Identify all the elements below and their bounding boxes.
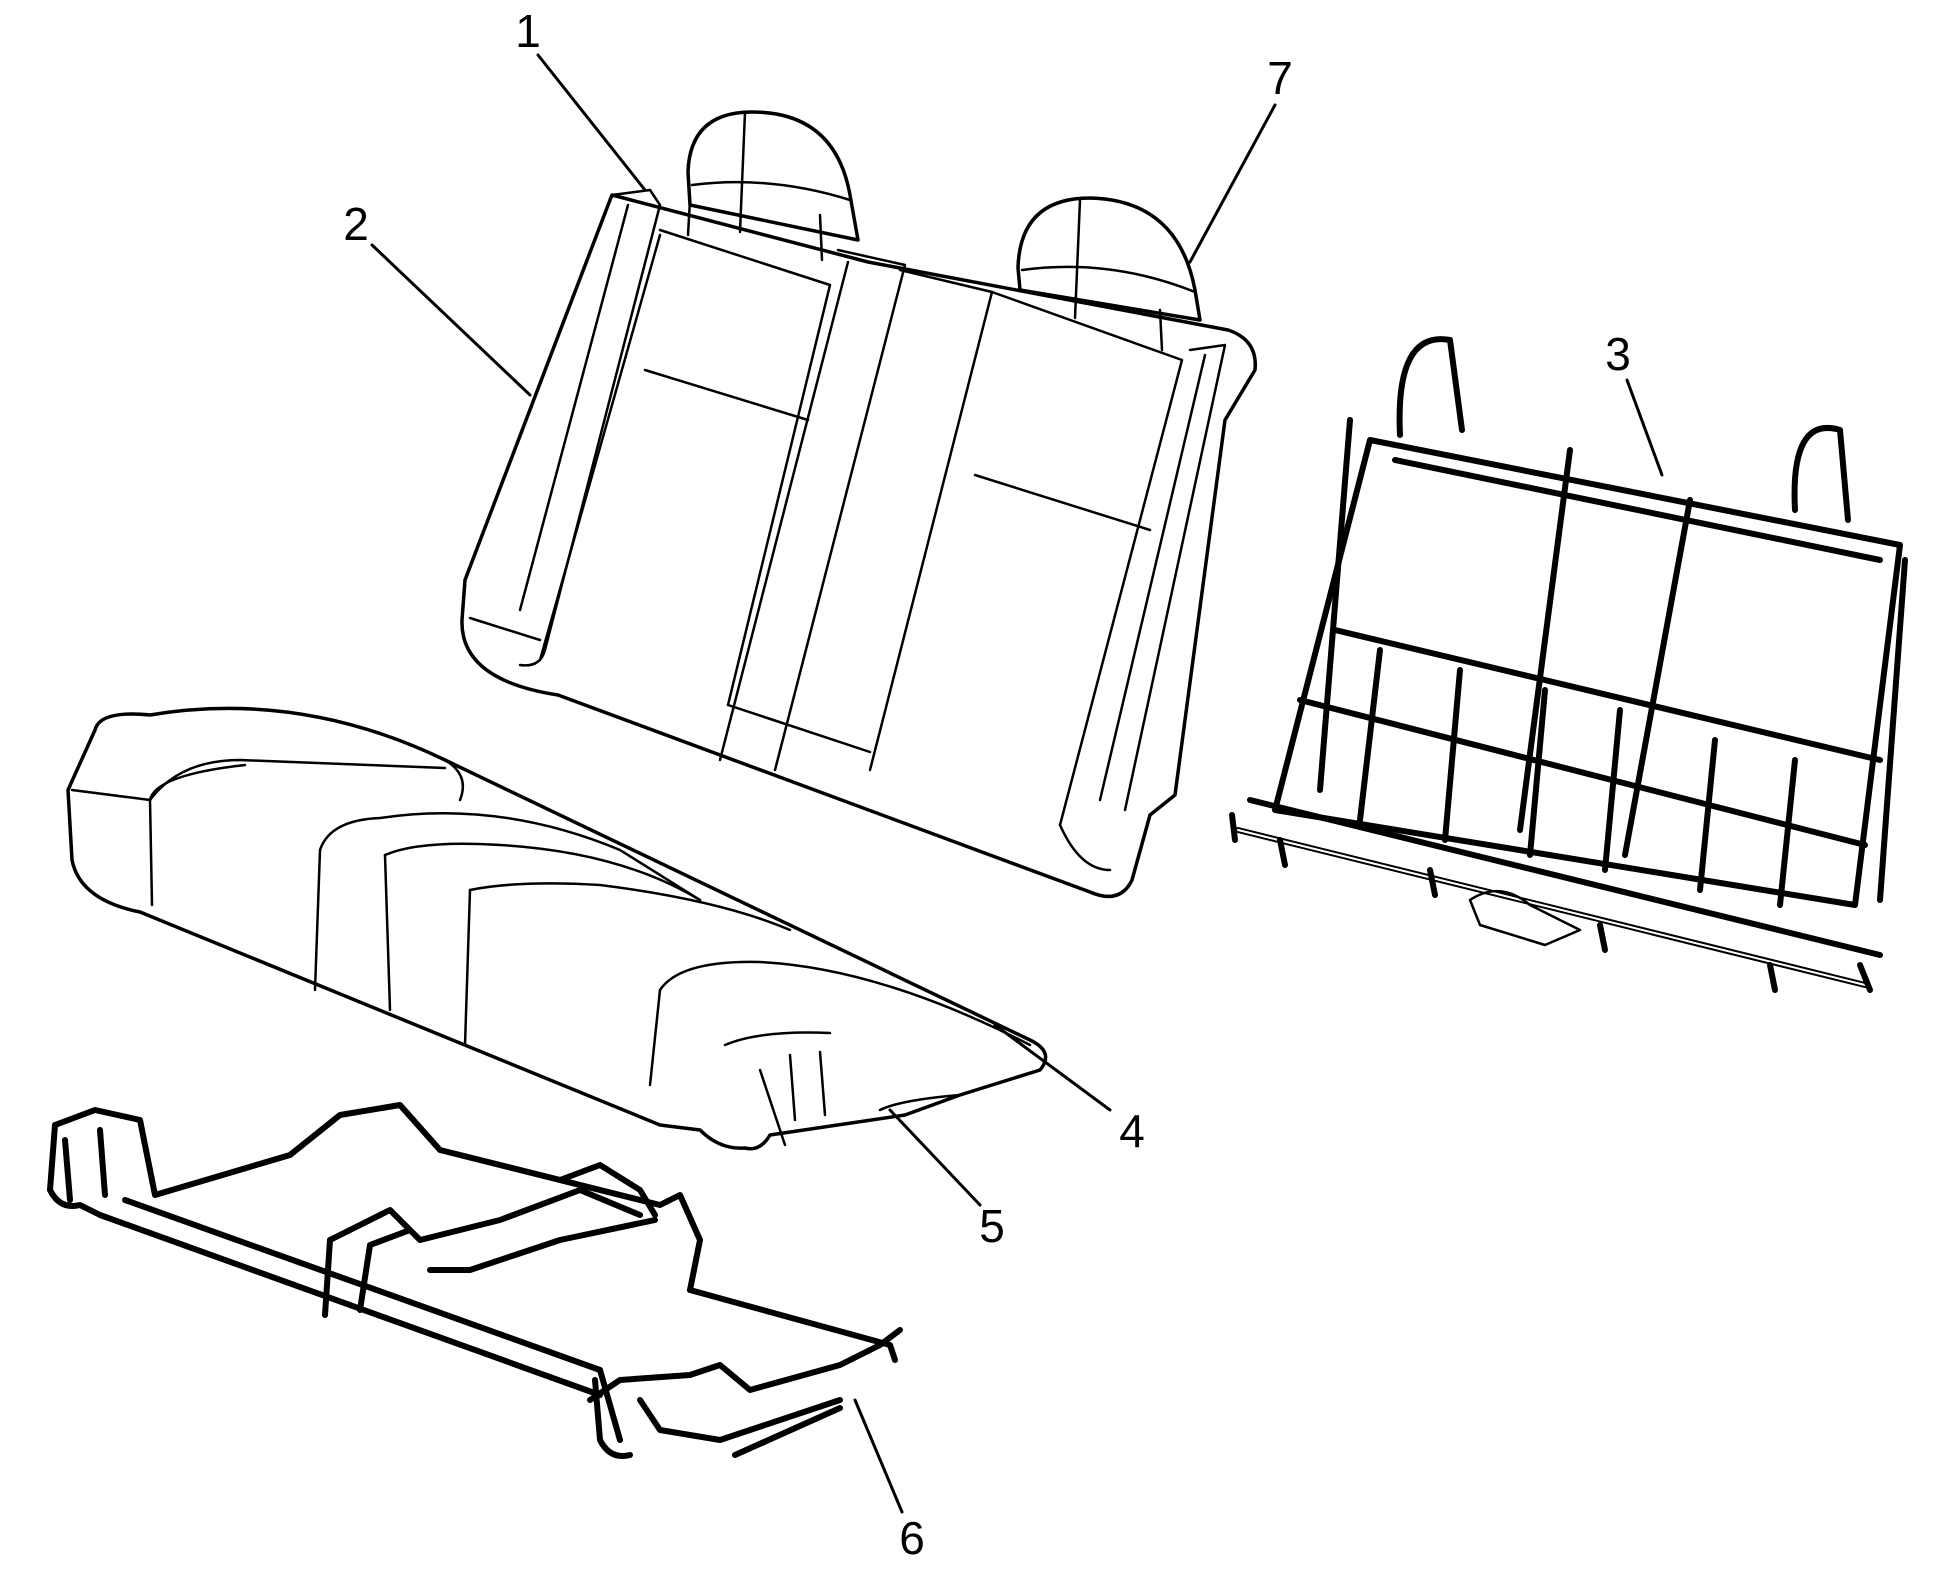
leader-5 [888, 1108, 982, 1207]
leader-6 [853, 1398, 904, 1514]
headrest-right [1016, 196, 1202, 352]
callout-5: 5 [979, 1200, 1005, 1252]
callout-7: 7 [1267, 52, 1293, 104]
callout-3: 3 [1605, 328, 1631, 380]
seat-back-cover [460, 188, 1257, 899]
seat-back-frame [1229, 336, 1908, 993]
leader-1 [536, 53, 647, 192]
leader-lines [370, 53, 1664, 1514]
leader-7 [1188, 103, 1277, 264]
leader-3 [1625, 378, 1664, 477]
seat-cushion-cover [66, 706, 1048, 1151]
callout-4: 4 [1119, 1105, 1145, 1157]
callout-6: 6 [899, 1512, 925, 1564]
seat-cushion-frame [47, 1102, 903, 1459]
headrest-left [686, 110, 860, 262]
callout-2: 2 [343, 198, 369, 250]
leader-2 [370, 243, 532, 397]
callout-labels: 1 2 3 4 5 6 7 [343, 5, 1631, 1564]
leader-4 [993, 1023, 1112, 1112]
callout-1: 1 [515, 5, 541, 57]
